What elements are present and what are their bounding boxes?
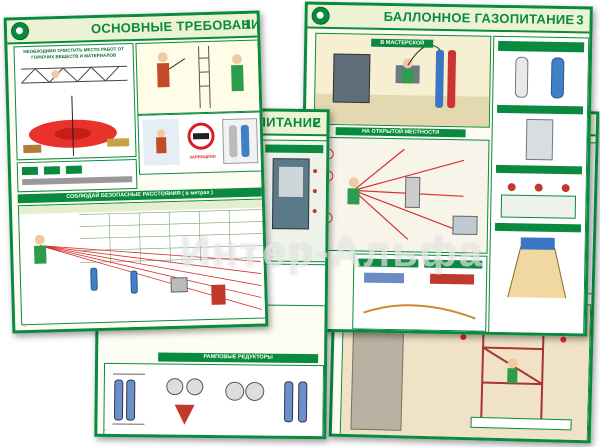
poster-3-hoses-drawing [358,258,483,320]
poster-3-logo-icon [311,6,330,25]
poster-1-clear-area-drawing [21,65,130,156]
poster-3-open-area-panel [311,136,490,254]
poster-1-prohibition-drawing [142,118,259,166]
poster-3-number: 3 [576,12,584,28]
poster-2-footer: — [103,427,107,432]
watermark: Интер-Альфа [180,228,485,275]
poster-1-distances-panel [17,198,268,326]
poster-1-distances-drawing [18,199,265,310]
poster-1-materials-drawing [21,165,133,186]
poster-1-welders-drawing [156,45,244,109]
poster-1-prohibition-label: ЗАПРЕЩЕНО [189,153,216,160]
poster-1-number: 1 [243,16,252,32]
poster-3-lower-strip [352,253,488,332]
poster-3-title: БАЛЛОННОЕ ГАЗОПИТАНИЕ [383,8,575,28]
poster-3-workshop-heading: В МАСТЕРСКОЙ [371,38,434,48]
poster-2-gas-post-drawing [265,144,324,230]
poster-1: ОСНОВНЫЕ ТРЕБОВАНИЯ 1 НЕОБХОДИМО ОЧИСТИТ… [3,10,269,334]
poster-2-posts-panel [259,139,329,263]
poster-2-ramps-panel [103,362,325,438]
poster-2-title: ПИТАНИЕ [256,114,322,131]
poster-2-ramps-drawing [112,373,308,425]
poster-1-title: ОСНОВНЫЕ ТРЕБОВАНИЯ [90,16,269,37]
poster-2-number: 2 [313,115,321,131]
poster-3-open-area-drawing [321,148,478,240]
poster-3-workshop-drawing [314,44,490,127]
poster-1-welders-panel [135,39,262,115]
poster-3-cylinders-panel [488,35,590,336]
poster-2: ПИТАНИЕ 2 РАМПОВЫЕ РЕДУКТОРЫ — [94,106,330,440]
poster-1-clear-area-panel: НЕОБХОДИМО ОЧИСТИТЬ МЕСТО РАБОТ ОТ ГОРЮЧ… [13,43,137,161]
poster-3-header: БАЛЛОННОЕ ГАЗОПИТАНИЕ 3 [307,4,590,34]
poster-2-ramp-reducers-heading: РАМПОВЫЕ РЕДУКТОРЫ [158,352,319,364]
poster-1-footer: — [23,324,27,329]
poster-3: БАЛЛОННОЕ ГАЗОПИТАНИЕ 3 В МАСТЕРСКОЙ [299,1,593,337]
poster-3-cylinders-drawing [494,40,585,299]
poster-1-logo-icon [10,21,30,41]
poster-3-open-area-heading: НА ОТКРЫТОЙ МЕСТНОСТИ [335,127,466,138]
poster-1-prohibition-panel: ЗАПРЕЩЕНО [137,111,264,175]
poster-3-workshop-panel: В МАСТЕРСКОЙ [313,32,492,128]
poster-1-materials-panel [16,158,138,193]
